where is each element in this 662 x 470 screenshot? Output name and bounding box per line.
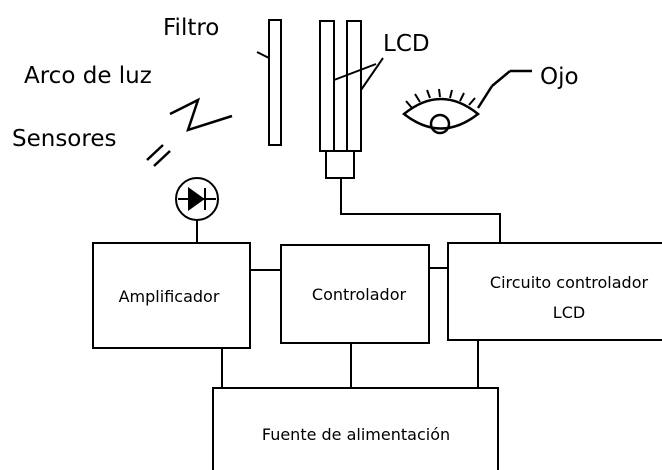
circuito-controlador-block [447, 242, 662, 341]
filter-plate [256, 19, 282, 146]
filtro-label: Filtro [163, 15, 219, 41]
lcd-leader-line-2 [360, 57, 384, 91]
eye-icon [401, 69, 532, 135]
amplificador-block [92, 242, 251, 349]
lcd-plate-right [346, 20, 362, 152]
photodiode-icon [175, 177, 219, 243]
circuito-label-line2: LCD [553, 303, 585, 322]
lcd-label: LCD [383, 31, 430, 57]
lcd-plate-left [319, 20, 335, 152]
fuente-label: Fuente de alimentación [262, 425, 450, 444]
circuito-label-line1: Circuito controlador [490, 273, 649, 292]
eye-leader-line-1 [476, 85, 494, 109]
eye-leader-line-2 [491, 70, 511, 87]
fuente-block [212, 387, 499, 470]
ojo-label: Ojo [540, 64, 579, 90]
eye-pupil [429, 113, 451, 135]
light-rays [146, 144, 171, 167]
controlador-label: Controlador [312, 285, 407, 304]
sensores-label: Sensores [12, 126, 116, 152]
lcd-connector [325, 150, 355, 179]
lcd-wire [340, 178, 501, 243]
block-connectors [221, 267, 479, 388]
filter-leader-line [256, 51, 270, 59]
arco-de-luz-label: Arco de luz [24, 63, 152, 89]
lcd-panel [319, 20, 501, 243]
amplificador-label: Amplificador [119, 287, 220, 306]
controlador-block [280, 244, 430, 344]
lightning-arc-icon [169, 97, 233, 132]
lcd-leader-line-1 [333, 63, 377, 81]
eyelashes [405, 88, 476, 109]
